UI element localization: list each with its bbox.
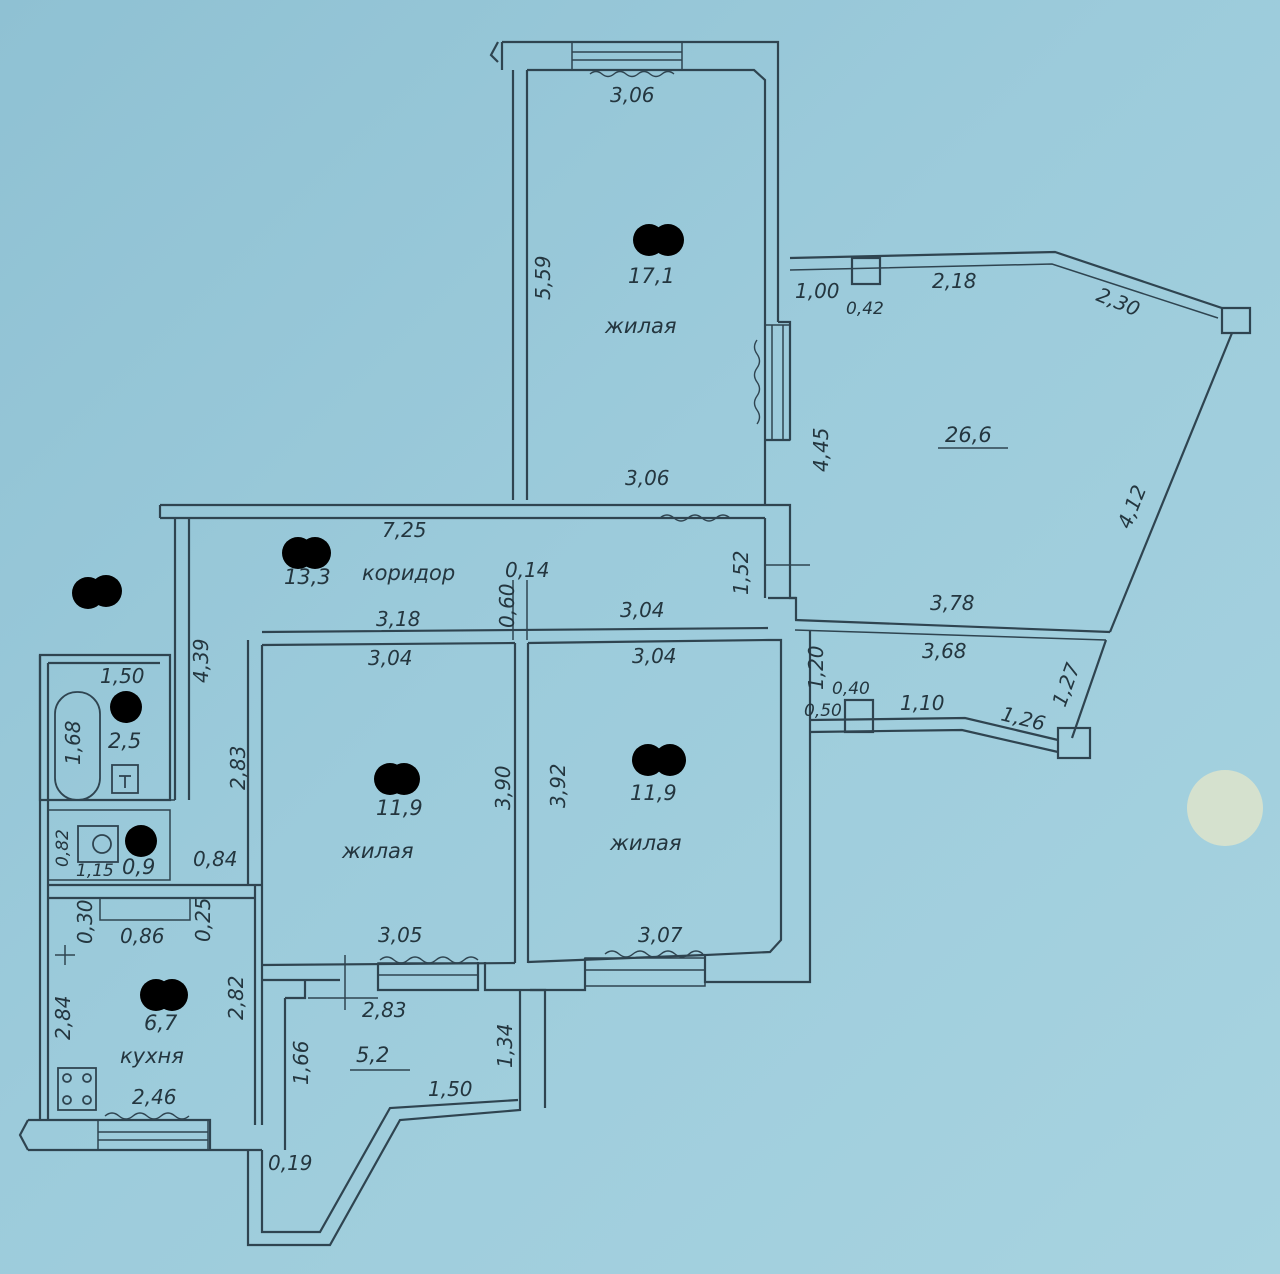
type-north-room: жилая: [604, 314, 677, 338]
dim-mid-right: 3,90: [491, 765, 515, 810]
bathtub-icon: [54, 691, 101, 801]
dim-kitchen-right: 2,82: [224, 975, 248, 1020]
sink-icon: [111, 764, 139, 794]
dim-east-left: 3,92: [546, 763, 570, 808]
dim-corridor-depth: 0,60: [495, 583, 519, 628]
dim-small-balcony-pier: 0,40: [832, 679, 870, 699]
dim-east-top-inner: 3,04: [632, 644, 677, 668]
dim-east-bottom: 3,07: [638, 923, 683, 947]
wet-rooms-walls: [38, 653, 175, 1120]
area-kitchen: 6,7: [144, 1011, 178, 1035]
room-north-walls: [489, 40, 792, 540]
dim-small-balcony-end: 0,50: [804, 701, 842, 721]
dim-loggia-top: 2,83: [362, 998, 407, 1022]
dim-hall-gap: 0,84: [193, 847, 238, 871]
radiator-north: [589, 70, 675, 78]
kitchen-walls: [18, 883, 264, 1152]
radiator-mid: [379, 956, 479, 964]
dim-bath-length: 1,68: [61, 720, 85, 765]
balcony-small-walls: [809, 698, 1092, 760]
dim-balcony-height: 4,45: [809, 427, 833, 472]
area-east-room: 11,9: [630, 781, 677, 805]
radiator-corridor: [659, 514, 731, 522]
area-toilet: 0,9: [122, 855, 155, 879]
type-kitchen: кухня: [120, 1044, 184, 1068]
dim-small-balcony-diag: 1,26: [999, 702, 1048, 736]
dim-kitchen-niche-d: 0,25: [191, 897, 215, 942]
area-loggia: 5,2: [356, 1043, 389, 1067]
dim-corridor-left: 4,39: [189, 638, 213, 683]
dim-balcony-top: 2,18: [932, 269, 977, 293]
radiator-kitchen: [104, 1112, 190, 1120]
dim-loggia-left: 1,66: [289, 1040, 313, 1085]
dim-corridor-length: 7,25: [382, 518, 427, 542]
dim-balcony-bottom-inner: 3,68: [922, 639, 967, 663]
dim-loggia-bottom: 1,50: [428, 1077, 473, 1101]
rooms-south-walls: [246, 630, 812, 992]
dim-balcony-wall: 1,00: [795, 279, 840, 303]
dim-north-left: 5,59: [531, 255, 555, 300]
balcony-east-walls: [789, 250, 1252, 739]
dim-corridor-gap: 0,14: [505, 558, 550, 582]
radiator-east: [753, 339, 761, 425]
dim-mid-bottom: 3,05: [378, 923, 423, 947]
dim-kitchen-left: 2,84: [51, 995, 75, 1040]
dim-balcony-right: 4,12: [1112, 482, 1151, 532]
area-north-room: 17,1: [628, 264, 675, 288]
type-corridor: коридор: [362, 561, 455, 585]
dim-toilet-width: 1,15: [76, 861, 114, 881]
area-corridor: 13,3: [284, 565, 331, 589]
dim-loggia-corner: 0,19: [268, 1151, 313, 1175]
loggia-walls: [246, 955, 547, 1247]
dim-small-balcony-right: 1,27: [1047, 659, 1085, 709]
dim-balcony-diag: 2,30: [1093, 282, 1143, 321]
type-east-room: жилая: [609, 831, 682, 855]
dim-loggia-right: 1,34: [493, 1023, 517, 1068]
dim-kitchen-niche-h: 0,30: [73, 899, 97, 944]
redaction-marks: [72, 224, 686, 1011]
dim-north-top: 3,06: [610, 83, 655, 107]
dim-kitchen-niche-w: 0,86: [120, 924, 165, 948]
dim-north-bottom: 3,06: [625, 466, 670, 490]
dim-small-balcony-side: 1,20: [804, 645, 828, 690]
area-mid-room: 11,9: [376, 796, 423, 820]
area-east-balcony: 26,6: [945, 423, 992, 447]
dim-corridor-east: 1,52: [729, 550, 753, 595]
dim-mid-left: 2,83: [226, 745, 250, 790]
photo-glare: [1187, 770, 1263, 846]
stove-icon: [57, 1067, 97, 1111]
dim-small-balcony-wall: 1,10: [900, 691, 945, 715]
dim-balcony-bottom-outer: 3,78: [930, 591, 975, 615]
corridor-walls: [158, 503, 810, 800]
dim-balcony-pier: 0,42: [846, 299, 884, 319]
dim-bath-width: 1,50: [100, 664, 145, 688]
dim-east-top-outer: 3,04: [620, 598, 665, 622]
dim-toilet-depth: 0,82: [53, 829, 73, 867]
type-mid-room: жилая: [341, 839, 414, 863]
dim-kitchen-bottom: 2,46: [132, 1085, 177, 1109]
area-bathroom: 2,5: [108, 729, 141, 753]
dim-mid-top-outer: 3,18: [376, 607, 421, 631]
toilet-icon: [77, 825, 119, 863]
radiator-east-room: [604, 950, 704, 958]
dim-mid-top-inner: 3,04: [368, 646, 413, 670]
